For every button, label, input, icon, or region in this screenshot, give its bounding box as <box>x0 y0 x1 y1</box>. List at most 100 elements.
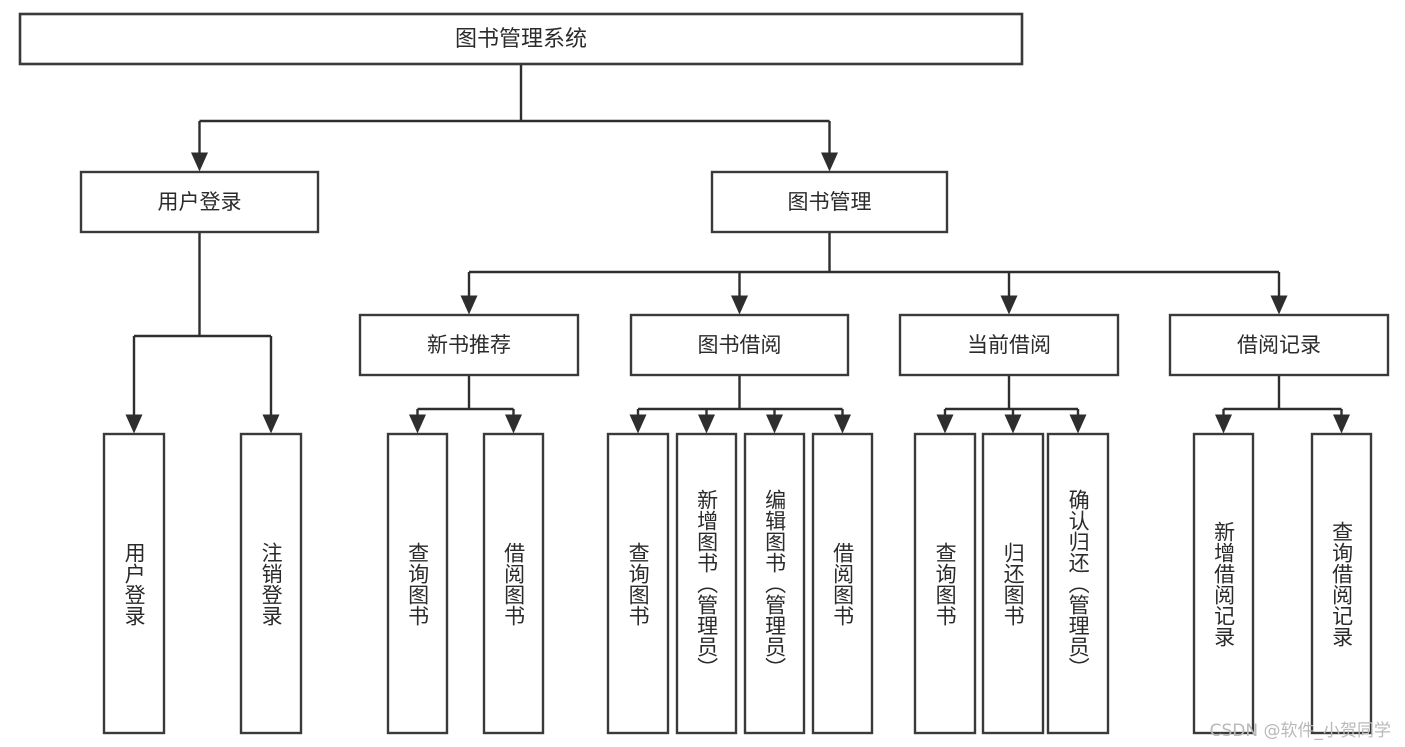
leaf-node[interactable]: 用户登录 <box>102 432 166 735</box>
arrow-head-icon <box>125 414 143 434</box>
arrow-head-icon <box>821 152 838 172</box>
branch-node[interactable]: 图书借阅 <box>629 313 850 377</box>
leaf-label-container: 查询借阅记录 <box>1313 435 1370 732</box>
arrow-head-icon <box>1215 414 1232 434</box>
node-box[interactable] <box>102 432 166 735</box>
leaf-label-text: 新增借阅记录 <box>1211 520 1236 647</box>
node-box[interactable] <box>913 432 977 735</box>
leaf-label-container: 注销登录 <box>242 435 300 732</box>
branch-node[interactable]: 当前借阅 <box>898 313 1120 377</box>
leaf-node[interactable]: 新增图书（管理员） <box>675 432 738 735</box>
node-box[interactable] <box>743 432 806 735</box>
leaf-label: 注销登录 <box>242 435 300 732</box>
arrow-head-icon <box>766 414 783 434</box>
node-layer: 图书管理系统用户登录图书管理新书推荐图书借阅当前借阅借阅记录用户登录注销登录查询… <box>18 12 1390 735</box>
leaf-node[interactable]: 编辑图书（管理员） <box>743 432 806 735</box>
node-label: 图书借阅 <box>698 333 782 357</box>
node-label: 新书推荐 <box>427 333 511 357</box>
leaf-label-container: 查询图书 <box>609 435 667 732</box>
edge-layer <box>125 64 1350 434</box>
leaf-label-text: 编辑图书（管理员） <box>762 489 787 678</box>
arrow-head-icon <box>262 414 280 434</box>
leaf-label-text: 新增图书（管理员） <box>694 489 719 678</box>
arrow-head-icon <box>936 414 954 434</box>
leaf-label-text: 确认归还（管理员） <box>1066 489 1091 678</box>
arrow-head-icon <box>505 414 522 434</box>
node-box[interactable] <box>482 432 545 735</box>
leaf-label-text: 查询图书 <box>626 541 651 626</box>
leaf-label-container: 用户登录 <box>105 435 163 732</box>
node-label: 用户登录 <box>158 190 242 214</box>
arrow-head-icon <box>629 414 647 434</box>
node-box[interactable] <box>606 432 670 735</box>
root-node[interactable]: 图书管理系统 <box>18 12 1024 66</box>
leaf-label: 查询图书 <box>389 435 446 732</box>
leaf-label-text: 归还图书 <box>1001 541 1026 626</box>
leaf-label: 新增借阅记录 <box>1195 435 1252 732</box>
leaf-label: 归还图书 <box>984 435 1042 732</box>
branch-node[interactable]: 图书管理 <box>710 170 949 234</box>
node-label: 借阅记录 <box>1237 333 1321 357</box>
node-box[interactable] <box>710 170 949 234</box>
node-box[interactable] <box>1310 432 1373 735</box>
node-label: 图书管理 <box>788 190 872 214</box>
node-box[interactable] <box>386 432 449 735</box>
arrow-head-icon <box>409 414 426 434</box>
arrow-head-icon <box>460 295 478 315</box>
leaf-node[interactable]: 注销登录 <box>239 432 303 735</box>
node-box[interactable] <box>898 313 1120 377</box>
leaf-node[interactable]: 借阅图书 <box>811 432 874 735</box>
node-box[interactable] <box>1168 313 1390 377</box>
node-box[interactable] <box>629 313 850 377</box>
leaf-label: 新增图书（管理员） <box>678 435 735 732</box>
arrow-head-icon <box>1270 295 1288 315</box>
leaf-label-text: 注销登录 <box>259 541 284 626</box>
arrow-head-icon <box>1000 295 1018 315</box>
node-box[interactable] <box>1046 432 1110 735</box>
arrow-head-icon <box>1333 414 1350 434</box>
node-label: 当前借阅 <box>967 333 1051 357</box>
node-box[interactable] <box>358 313 580 377</box>
arrow-head-icon <box>1004 414 1022 434</box>
leaf-node[interactable]: 借阅图书 <box>482 432 545 735</box>
leaf-label: 借阅图书 <box>814 435 871 732</box>
node-box[interactable] <box>1192 432 1255 735</box>
leaf-label: 借阅图书 <box>485 435 542 732</box>
branch-node[interactable]: 借阅记录 <box>1168 313 1390 377</box>
leaf-label: 查询图书 <box>609 435 667 732</box>
node-box[interactable] <box>811 432 874 735</box>
leaf-label-text: 查询图书 <box>405 541 430 626</box>
leaf-node[interactable]: 查询图书 <box>386 432 449 735</box>
node-box[interactable] <box>675 432 738 735</box>
node-box[interactable] <box>981 432 1045 735</box>
leaf-node[interactable]: 查询图书 <box>606 432 670 735</box>
leaf-node[interactable]: 查询借阅记录 <box>1310 432 1373 735</box>
leaf-label-container: 借阅图书 <box>814 435 871 732</box>
arrow-head-icon <box>1069 414 1087 434</box>
node-box[interactable] <box>79 170 320 234</box>
leaf-node[interactable]: 确认归还（管理员） <box>1046 432 1110 735</box>
leaf-label-container: 确认归还（管理员） <box>1049 435 1107 732</box>
leaf-label: 查询借阅记录 <box>1313 435 1370 732</box>
node-box[interactable] <box>18 12 1024 66</box>
leaf-label-container: 编辑图书（管理员） <box>746 435 803 732</box>
leaf-label-text: 查询借阅记录 <box>1329 520 1354 647</box>
leaf-node[interactable]: 新增借阅记录 <box>1192 432 1255 735</box>
node-box[interactable] <box>239 432 303 735</box>
leaf-label-container: 新增图书（管理员） <box>678 435 735 732</box>
node-label: 图书管理系统 <box>455 27 587 52</box>
leaf-label: 确认归还（管理员） <box>1049 435 1107 732</box>
leaf-label-container: 查询图书 <box>389 435 446 732</box>
leaf-label-container: 查询图书 <box>933 542 957 626</box>
arrow-head-icon <box>834 414 851 434</box>
leaf-label: 用户登录 <box>105 435 163 732</box>
leaf-label-container: 新增借阅记录 <box>1195 435 1252 732</box>
branch-node[interactable]: 用户登录 <box>79 170 320 234</box>
leaf-node[interactable]: 查询图书 <box>913 432 977 735</box>
leaf-label: 编辑图书（管理员） <box>746 435 803 732</box>
leaf-label-container: 归还图书 <box>984 435 1042 732</box>
branch-node[interactable]: 新书推荐 <box>358 313 580 377</box>
leaf-node[interactable]: 归还图书 <box>981 432 1045 735</box>
